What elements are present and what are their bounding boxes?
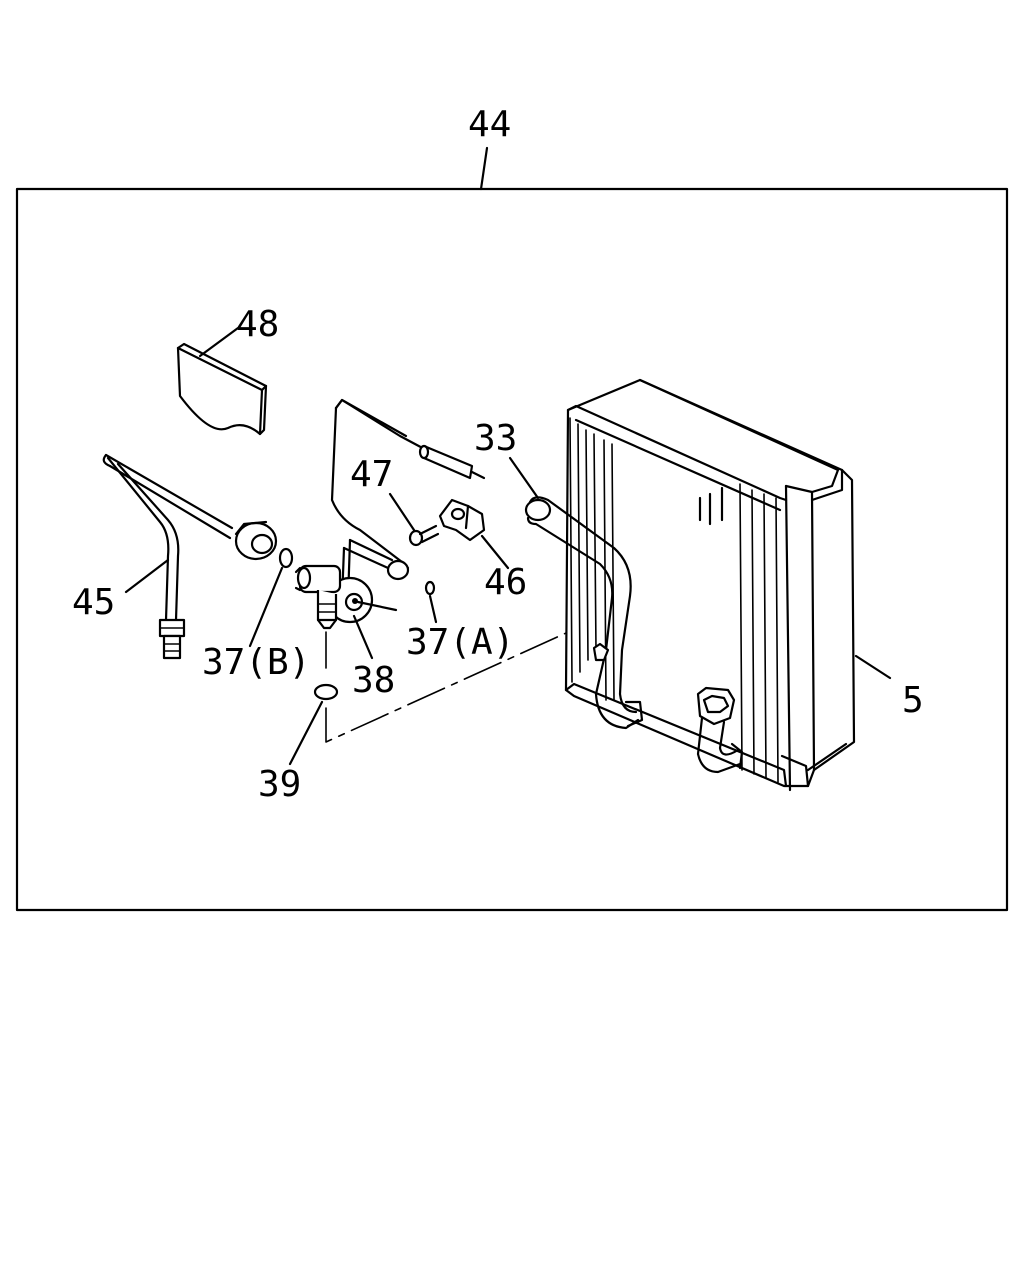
assembly-frame	[15, 187, 1009, 912]
callout-39: 39	[258, 764, 301, 805]
callout-44: 44	[468, 104, 511, 145]
callout-37a: 37(A)	[406, 622, 514, 663]
leader-37a	[428, 594, 438, 624]
part-37a-oring	[424, 580, 436, 596]
part-47-screw	[408, 524, 440, 547]
leader-37b	[248, 566, 284, 648]
leader-38	[352, 614, 374, 660]
leader-5	[854, 654, 892, 680]
leader-47	[388, 492, 416, 532]
callout-47: 47	[350, 454, 393, 495]
leader-33	[508, 456, 540, 500]
callout-46: 46	[484, 562, 527, 603]
outlet-pipe-nut	[696, 686, 744, 774]
callout-45: 45	[72, 582, 115, 623]
leader-48	[198, 326, 240, 358]
part-37b-oring	[278, 547, 294, 569]
callout-38: 38	[352, 660, 395, 701]
leader-39	[288, 700, 324, 766]
callout-5: 5	[902, 680, 924, 721]
part-38-expansion-valve	[294, 398, 410, 630]
part-48-pad	[176, 342, 268, 436]
leader-46	[480, 534, 510, 570]
callout-48: 48	[236, 304, 279, 345]
callout-33: 33	[474, 418, 517, 459]
leader-45	[124, 558, 170, 594]
leader-44	[479, 146, 489, 191]
thermo-probe	[334, 398, 486, 480]
part-45-tube	[102, 453, 278, 660]
callout-37b: 37(B)	[202, 642, 310, 683]
part-46-clamp	[438, 498, 486, 542]
part-39-oring	[313, 683, 339, 701]
part-5-evaporator	[564, 378, 856, 792]
